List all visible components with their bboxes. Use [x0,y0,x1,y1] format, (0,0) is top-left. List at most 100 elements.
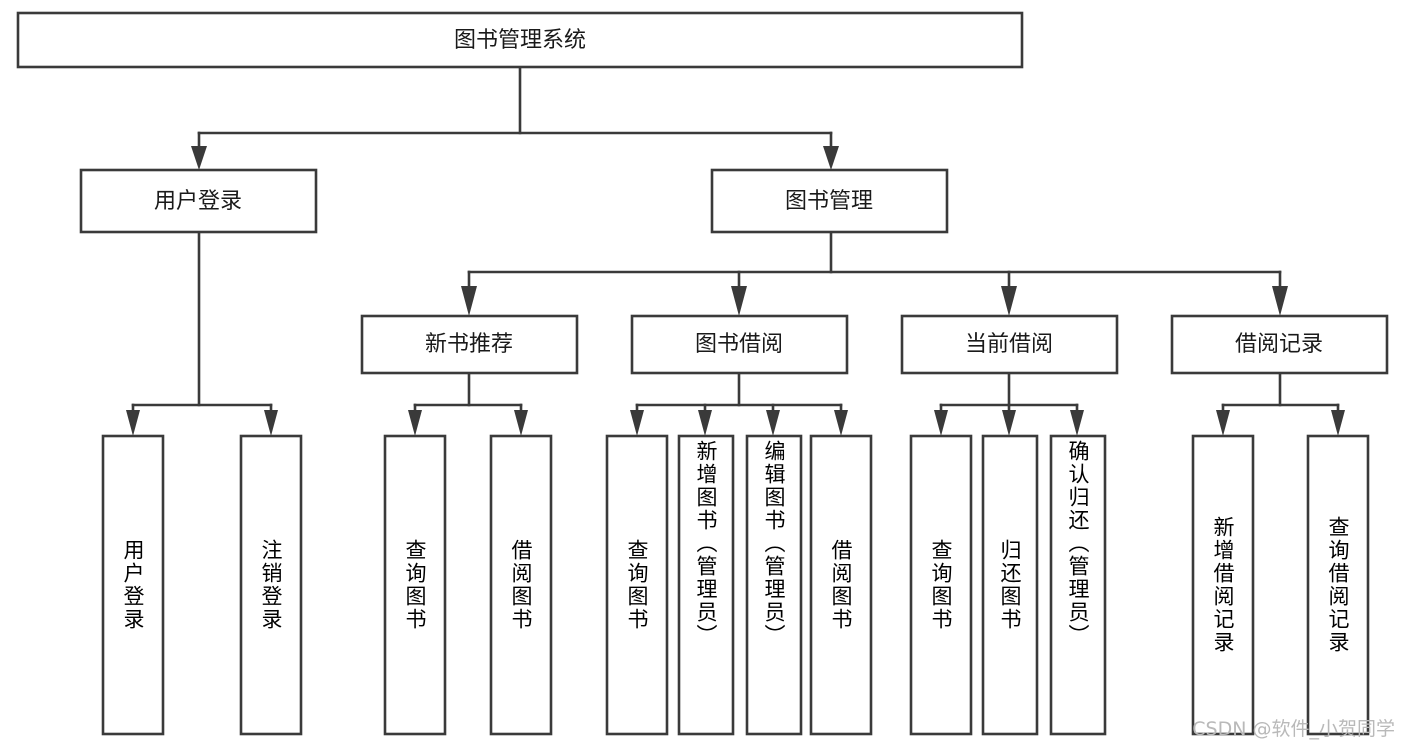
leaf-return-book-label: 归还图书 [998,539,1022,631]
arrow-head-user-login [191,146,207,170]
node-book-management-label: 图书管理 [785,189,873,214]
arrow-head-leaf-query-book-2 [630,410,644,436]
leaf-borrow-book-2-label: 借阅图书 [829,539,853,631]
node-current-borrow[interactable]: 当前借阅 [900,314,1119,375]
leaf-user-login-label-wrap: 用户登录 [103,436,163,734]
arrow-head-leaf-borrow-book-2 [834,410,848,436]
arrow-head-borrow-record [1272,286,1288,316]
arrow-head-book-management [823,146,839,170]
arrow-head-current-borrow [1001,286,1017,316]
connectors-currentborrow-to-leaves [934,371,1084,436]
leaf-borrow-book-2-label-wrap: 借阅图书 [811,436,871,734]
connectors-root-to-level2 [191,65,839,170]
leaf-logout-login-box [239,434,303,736]
leaf-query-book-3-label: 查询图书 [929,539,953,631]
node-new-book-recommend[interactable]: 新书推荐 [360,314,579,375]
connectors-borrowrecord-to-leaves [1216,371,1345,436]
leaf-add-book-label: 新增图书（管理员） [694,440,718,647]
leaf-query-book-2-label-wrap: 查询图书 [607,436,667,734]
leaf-node-user-login[interactable] [101,434,165,736]
node-current-borrow-label: 当前借阅 [965,332,1053,357]
leaf-borrow-book-1-label-wrap: 借阅图书 [491,436,551,734]
leaf-query-book-1-label-wrap: 查询图书 [385,436,445,734]
leaf-confirm-return-label: 确认归还（管理员） [1066,440,1090,647]
leaf-add-record-box [1191,434,1255,736]
node-new-book-recommend-box [360,314,579,375]
leaf-edit-book-label: 编辑图书（管理员） [762,440,786,647]
node-root-box [16,11,1024,69]
arrow-head-leaf-return-book [1002,410,1016,436]
arrow-head-leaf-add-record [1216,410,1230,436]
leaf-query-record-box [1306,434,1370,736]
leaf-query-book-2-box [605,434,669,736]
leaf-query-book-1-box [383,434,447,736]
node-book-borrow-label: 图书借阅 [695,332,783,357]
leaf-confirm-return-label-wrap: 确认归还（管理员） [1051,440,1105,730]
leaf-node-query-book-1[interactable] [383,434,447,736]
leaf-node-logout-login[interactable] [239,434,303,736]
arrow-head-book-borrow [731,286,747,316]
leaf-add-book-label-wrap: 新增图书（管理员） [679,440,733,730]
leaf-edit-book-box [745,434,803,736]
arrow-head-leaf-query-book-1 [408,410,422,436]
leaf-query-book-1-label: 查询图书 [403,539,427,631]
leaf-node-return-book[interactable] [981,434,1039,736]
leaf-return-book-box [981,434,1039,736]
leaf-add-record-label: 新增借阅记录 [1211,516,1235,654]
leaf-user-login-box [101,434,165,736]
arrow-head-leaf-confirm-return [1070,410,1084,436]
leaf-add-record-label-wrap: 新增借阅记录 [1193,436,1253,734]
leaf-logout-login-label: 注销登录 [259,539,283,631]
node-user-login-label: 用户登录 [154,189,242,214]
leaf-logout-login-label-wrap: 注销登录 [241,436,301,734]
node-user-login[interactable]: 用户登录 [79,168,318,234]
node-current-borrow-box [900,314,1119,375]
csdn-watermark: CSDN @软件_小贺同学 [1192,718,1395,740]
leaf-confirm-return-box [1049,434,1107,736]
arrow-head-leaf-user-login [126,410,140,436]
leaf-node-query-record[interactable] [1306,434,1370,736]
leaf-borrow-book-1-label: 借阅图书 [509,539,533,631]
arrow-head-leaf-query-book-3 [934,410,948,436]
node-book-borrow-box [630,314,849,375]
arrow-head-leaf-query-record [1331,410,1345,436]
arrow-head-new-book [461,286,477,316]
arrow-head-leaf-edit-book [766,410,780,436]
leaf-edit-book-label-wrap: 编辑图书（管理员） [747,440,801,730]
leaf-query-book-3-box [909,434,973,736]
node-borrow-record[interactable]: 借阅记录 [1170,314,1389,375]
node-new-book-recommend-label: 新书推荐 [425,332,513,357]
leaf-node-borrow-book-1[interactable] [489,434,553,736]
node-borrow-record-label: 借阅记录 [1235,332,1323,357]
node-book-management-box [710,168,949,234]
leaf-node-confirm-return[interactable] [1049,434,1107,736]
node-root-label: 图书管理系统 [454,28,586,53]
leaf-node-add-book[interactable] [677,434,735,736]
connectors-userlogin-to-leaves [126,230,278,436]
arrow-head-leaf-borrow-book-1 [514,410,528,436]
connectors-newbook-to-leaves [408,371,528,436]
leaf-borrow-book-1-box [489,434,553,736]
leaf-node-borrow-book-2[interactable] [809,434,873,736]
leaf-user-login-label: 用户登录 [121,539,145,631]
node-book-borrow[interactable]: 图书借阅 [630,314,849,375]
leaf-node-query-book-3[interactable] [909,434,973,736]
leaf-query-record-label-wrap: 查询借阅记录 [1308,436,1368,734]
node-root-system[interactable]: 图书管理系统 [16,11,1024,69]
leaf-query-record-label: 查询借阅记录 [1326,516,1350,654]
connectors-bookborrow-to-leaves [630,371,848,436]
node-borrow-record-box [1170,314,1389,375]
leaf-return-book-label-wrap: 归还图书 [983,436,1037,734]
leaf-node-edit-book[interactable] [745,434,803,736]
leaf-borrow-book-2-box [809,434,873,736]
node-user-login-box [79,168,318,234]
arrow-head-leaf-logout-login [264,410,278,436]
leaf-query-book-2-label: 查询图书 [625,539,649,631]
leaf-node-add-record[interactable] [1191,434,1255,736]
leaf-query-book-3-label-wrap: 查询图书 [911,436,971,734]
node-book-management[interactable]: 图书管理 [710,168,949,234]
leaf-node-query-book-2[interactable] [605,434,669,736]
arrow-head-leaf-add-book [698,410,712,436]
